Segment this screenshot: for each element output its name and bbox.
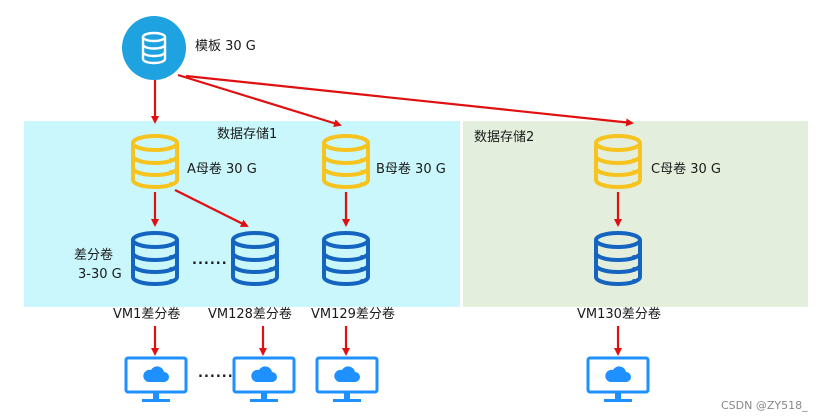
diff-disk-vm130-icon <box>592 230 644 294</box>
vm1-label: VM1差分卷 <box>113 307 181 322</box>
arrow-template-to-c <box>185 74 634 127</box>
parent-disk-c-icon <box>592 133 644 197</box>
arrow-template-to-b <box>177 73 342 128</box>
diff-disk-vm1-icon <box>129 230 181 294</box>
watermark: CSDN @ZY518_ <box>721 399 808 412</box>
parent-disk-a-icon <box>129 133 181 197</box>
vm128-monitor-icon <box>232 356 296 408</box>
parent-disk-a-label: A母卷 30 G <box>187 162 257 177</box>
vm130-label: VM130差分卷 <box>577 307 661 322</box>
parent-disk-b-icon <box>320 133 372 197</box>
diff-disk-vm128-icon <box>229 230 281 294</box>
data-storage-1-title: 数据存储1 <box>217 127 278 142</box>
vm129-monitor-icon <box>315 356 379 408</box>
diff-disk-label-line1: 差分卷 <box>74 248 114 263</box>
data-storage-2-region <box>463 121 808 307</box>
template-label: 模板 30 G <box>195 39 256 54</box>
template-database-icon <box>121 15 187 85</box>
disk-ellipsis: ...... <box>192 253 228 268</box>
data-storage-2-title: 数据存储2 <box>474 130 535 145</box>
diff-disk-label-line2: 3-30 G <box>78 267 122 282</box>
vm130-monitor-icon <box>586 356 650 408</box>
parent-disk-b-label: B母卷 30 G <box>376 162 446 177</box>
data-storage-1-region <box>24 121 460 307</box>
monitor-ellipsis: ...... <box>198 366 234 381</box>
arrow-a-to-vm128disk <box>174 189 249 227</box>
vm128-label: VM128差分卷 <box>208 307 292 322</box>
vm1-monitor-icon <box>124 356 188 408</box>
parent-disk-c-label: C母卷 30 G <box>651 162 721 177</box>
diff-disk-vm129-icon <box>320 230 372 294</box>
vm129-label: VM129差分卷 <box>311 307 395 322</box>
